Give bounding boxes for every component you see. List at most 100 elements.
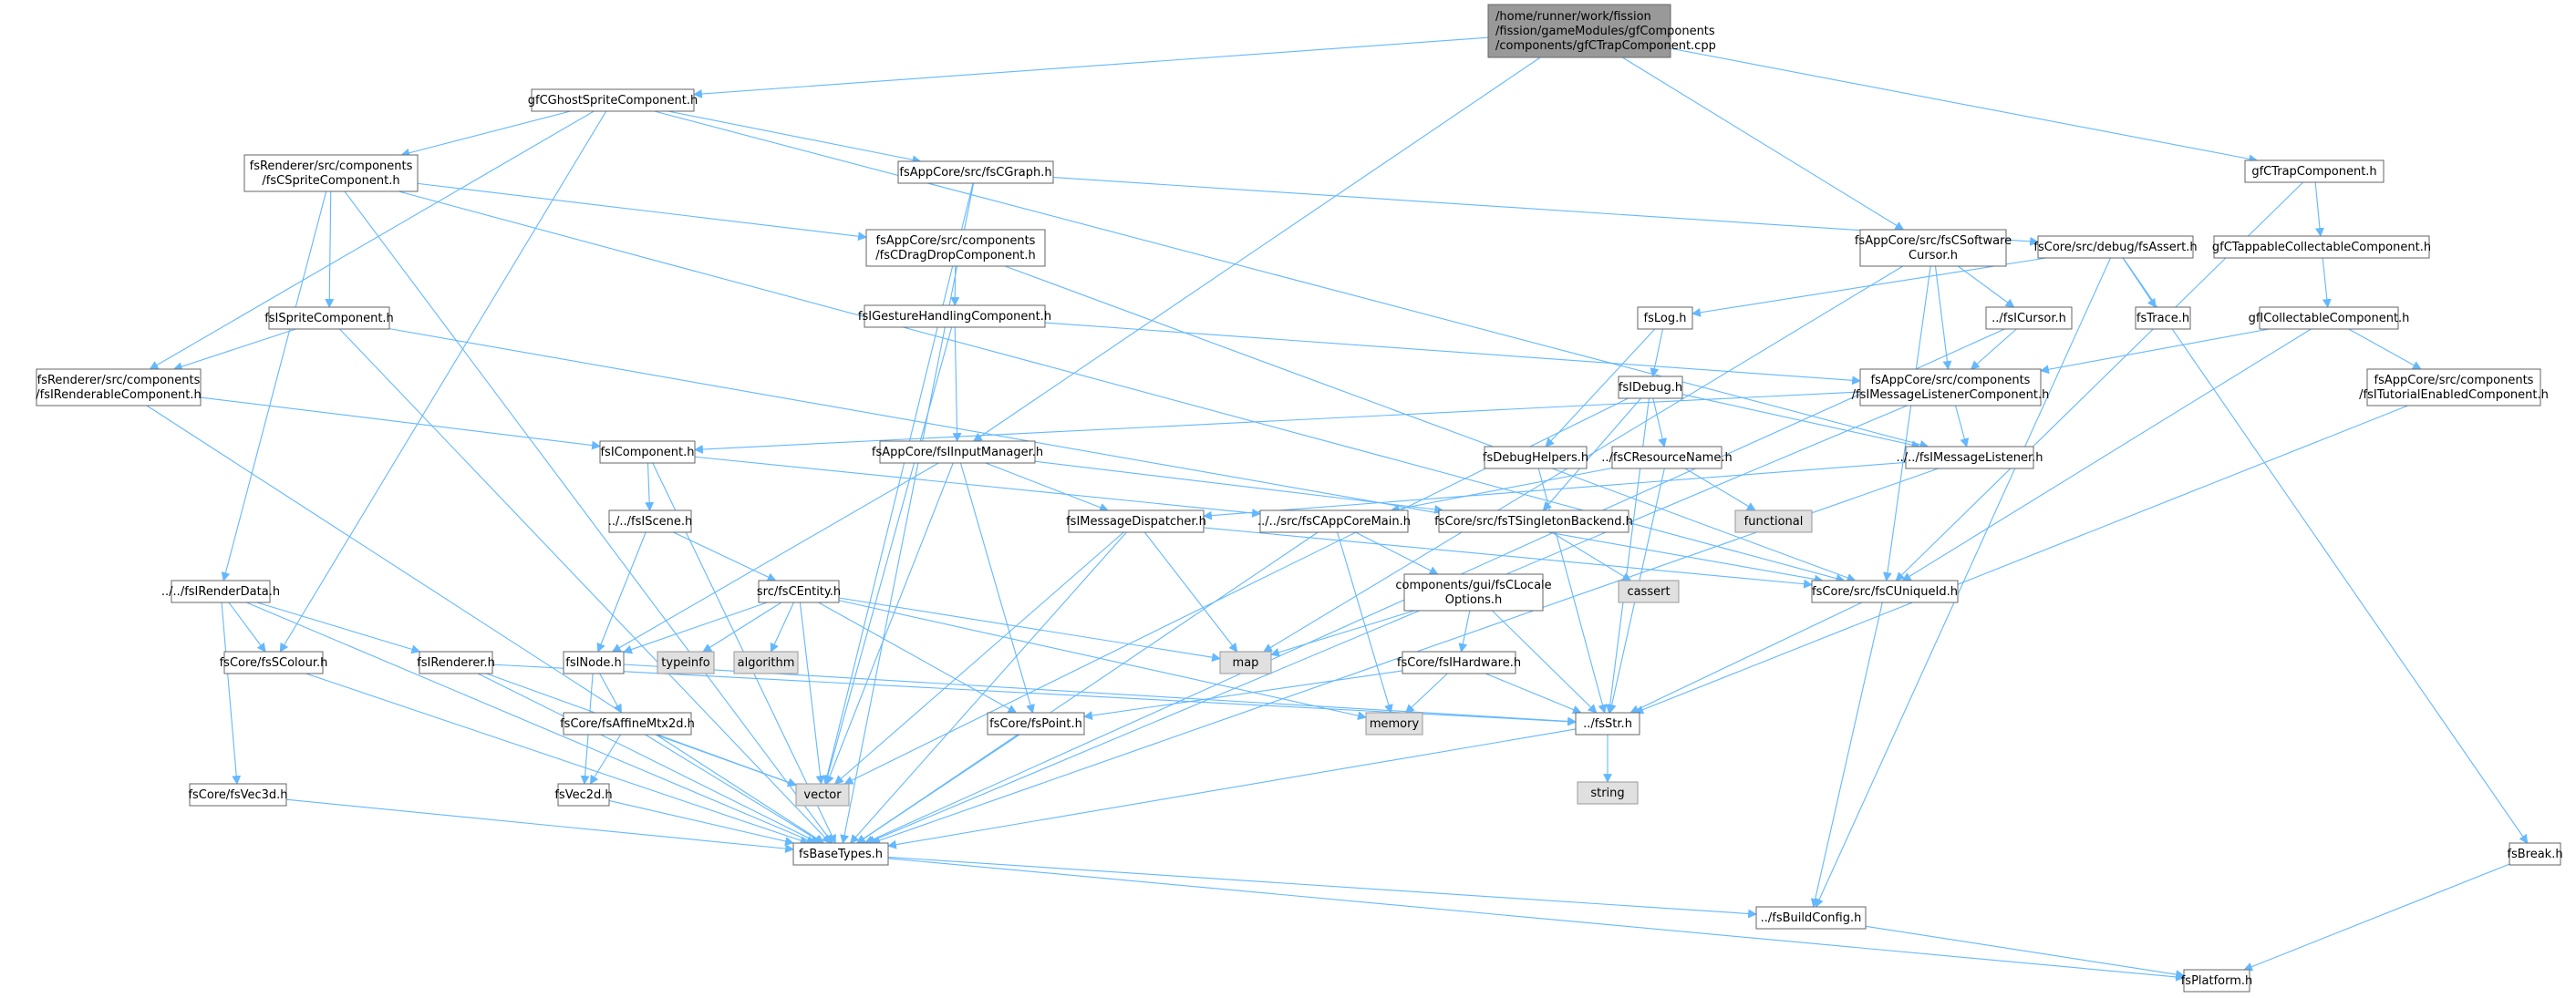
edge-log-to-debughelpers: [1545, 328, 1656, 448]
node-icursor[interactable]: ../fsICursor.h: [1985, 306, 2073, 330]
node-label-irenderdata: ../../fsIRenderData.h: [161, 585, 280, 599]
node-box-irenderer: [419, 651, 493, 674]
node-label-vec2d: fsVec2d.h: [554, 788, 612, 802]
node-log[interactable]: fsLog.h: [1637, 306, 1693, 330]
node-label-resname: ../fsCResourceName.h: [1601, 451, 1732, 465]
node-box-imsglistener: [1905, 446, 2034, 469]
node-imsglistener[interactable]: ../../fsIMessageListener.h: [1897, 446, 2043, 469]
node-root: /home/runner/work/fission/fission/gameMo…: [1487, 4, 1716, 58]
node-box-icomponent: [599, 440, 696, 464]
node-cgraph[interactable]: fsAppCore/src/fsCGraph.h: [897, 160, 1054, 184]
node-box-break: [2509, 842, 2561, 866]
node-ghost[interactable]: gfCGhostSpriteComponent.h: [528, 88, 698, 112]
node-inode[interactable]: fsINode.h: [563, 651, 625, 674]
edge-root-to-inputmgr: [972, 57, 1541, 442]
node-vec2d[interactable]: fsVec2d.h: [554, 783, 613, 807]
node-irenderable[interactable]: fsRenderer/src/components/fsIRenderableC…: [36, 368, 202, 406]
edge-idebug-to-singleton: [1542, 397, 1641, 511]
node-tappable[interactable]: gfCTappableCollectableComponent.h: [2212, 235, 2431, 259]
node-debughelpers[interactable]: fsDebugHelpers.h: [1483, 446, 1588, 469]
node-label-irenderable: fsRenderer/src/components: [37, 374, 201, 387]
edge-fsstr-to-basetypes: [887, 728, 1577, 849]
node-label-cgraph: fsAppCore/src/fsCGraph.h: [899, 166, 1051, 180]
edge-vec3d-to-basetypes: [285, 798, 794, 853]
node-assert[interactable]: fsCore/src/debug/fsAssert.h: [2033, 235, 2198, 259]
node-singleton[interactable]: fsCore/src/fsTSingletonBackend.h: [1434, 509, 1633, 533]
node-iscene[interactable]: ../../fsIScene.h: [608, 509, 692, 533]
node-trap[interactable]: gfCTrapComponent.h: [2244, 159, 2385, 183]
node-label-root: /home/runner/work/fission: [1495, 10, 1651, 24]
edge-affine-to-vec2d: [589, 734, 622, 785]
node-irenderdata[interactable]: ../../fsIRenderData.h: [161, 580, 280, 603]
node-tutorial[interactable]: fsAppCore/src/components/fsITutorialEnab…: [2359, 368, 2549, 406]
edge-imsglistcomp-to-icomponent: [694, 391, 1861, 454]
node-label-dragdrop: /fsCDragDropComponent.h: [875, 249, 1036, 262]
node-gesture[interactable]: fsIGestureHandlingComponent.h: [858, 304, 1051, 328]
node-fsstr[interactable]: ../fsStr.h: [1575, 712, 1640, 736]
node-platform[interactable]: fsPlatform.h: [2181, 969, 2253, 993]
node-box-cgraph: [897, 160, 1054, 184]
node-label-trace: fsTrace.h: [2136, 312, 2189, 325]
node-label-irenderer: fsIRenderer.h: [417, 656, 495, 670]
node-label-ihardware: fsCore/fsIHardware.h: [1397, 656, 1521, 670]
node-icollect[interactable]: gfICollectableComponent.h: [2249, 306, 2410, 330]
node-box-basetypes: [792, 842, 889, 866]
node-imsglistcomp[interactable]: fsAppCore/src/components/fsIMessageListe…: [1852, 368, 2050, 406]
node-basetypes[interactable]: fsBaseTypes.h: [792, 842, 889, 866]
edge-irenderdata-to-irenderer: [256, 602, 421, 654]
node-point[interactable]: fsCore/fsPoint.h: [987, 712, 1085, 736]
node-irenderer[interactable]: fsIRenderer.h: [417, 651, 495, 674]
node-box-fscsprite: [243, 154, 419, 192]
node-imsgdispatch[interactable]: fsIMessageDispatcher.h: [1066, 509, 1206, 533]
edge-irenderdata-to-vec3d: [221, 602, 242, 785]
node-inputmgr[interactable]: fsAppCore/fsIInputManager.h: [872, 440, 1043, 464]
node-box-platform: [2183, 969, 2250, 993]
edge-inputmgr-to-vector: [825, 462, 954, 785]
node-label-icursor: ../fsICursor.h: [1991, 312, 2066, 325]
edge-icursor-to-imsglistcomp: [1970, 328, 2017, 370]
node-buildconfig[interactable]: ../fsBuildConfig.h: [1755, 906, 1867, 930]
edge-fscsprite-to-isprite: [325, 190, 335, 308]
edge-layer: [146, 36, 2529, 982]
edge-irenderable-to-icomponent: [200, 396, 601, 450]
edge-root-to-trap: [1670, 47, 2259, 164]
edge-icomponent-to-iscene: [645, 462, 655, 511]
node-centity[interactable]: src/fsCEntity.h: [757, 580, 841, 603]
edge-isprite-to-irenderable: [172, 328, 296, 371]
node-box-softcursor: [1859, 229, 2007, 267]
node-icomponent[interactable]: fsIComponent.h: [599, 440, 696, 464]
node-box-point: [987, 712, 1085, 736]
node-uniqueid[interactable]: fsCore/src/fsCUniqueId.h: [1811, 580, 1959, 603]
edge-imsgdispatch-to-basetypes: [849, 531, 1127, 844]
node-appcoremain[interactable]: ../../src/fsCAppCoreMain.h: [1257, 509, 1411, 533]
node-idebug[interactable]: fsIDebug.h: [1618, 376, 1683, 399]
node-label-root: /components/gfCTrapComponent.cpp: [1495, 39, 1716, 53]
node-label-centity: src/fsCEntity.h: [757, 585, 841, 599]
node-trace[interactable]: fsTrace.h: [2135, 306, 2191, 330]
node-box-gesture: [864, 304, 1046, 328]
node-box-inode: [563, 651, 625, 674]
node-fscsprite[interactable]: fsRenderer/src/components/fsCSpriteCompo…: [243, 154, 419, 192]
node-dragdrop[interactable]: fsAppCore/src/components/fsCDragDropComp…: [865, 229, 1046, 267]
node-break[interactable]: fsBreak.h: [2507, 842, 2563, 866]
edge-gesture-to-imsglistcomp: [1044, 322, 1861, 386]
node-box-map: [1219, 651, 1272, 674]
edge-locale-to-ihardware: [1458, 610, 1471, 653]
node-resname[interactable]: ../fsCResourceName.h: [1601, 446, 1733, 469]
node-scolour[interactable]: fsCore/fsSColour.h: [220, 651, 328, 674]
edge-point-to-basetypes: [856, 734, 1020, 844]
edge-idebug-to-resname: [1652, 397, 1667, 448]
node-ihardware[interactable]: fsCore/fsIHardware.h: [1397, 651, 1521, 674]
node-label-tutorial: fsAppCore/src/components: [2374, 374, 2534, 387]
edge-inputmgr-to-inode: [611, 462, 939, 653]
edge-resname-to-functional: [1684, 468, 1756, 511]
node-affine[interactable]: fsCore/fsAffineMtx2d.h: [560, 712, 695, 736]
node-label-uniqueid: fsCore/src/fsCUniqueId.h: [1812, 585, 1958, 599]
node-box-string: [1577, 781, 1639, 805]
node-vec3d[interactable]: fsCore/fsVec3d.h: [188, 783, 288, 807]
edge-idebug-to-imsglistener: [1681, 394, 1921, 449]
node-isprite[interactable]: fsISpriteComponent.h: [264, 306, 394, 330]
